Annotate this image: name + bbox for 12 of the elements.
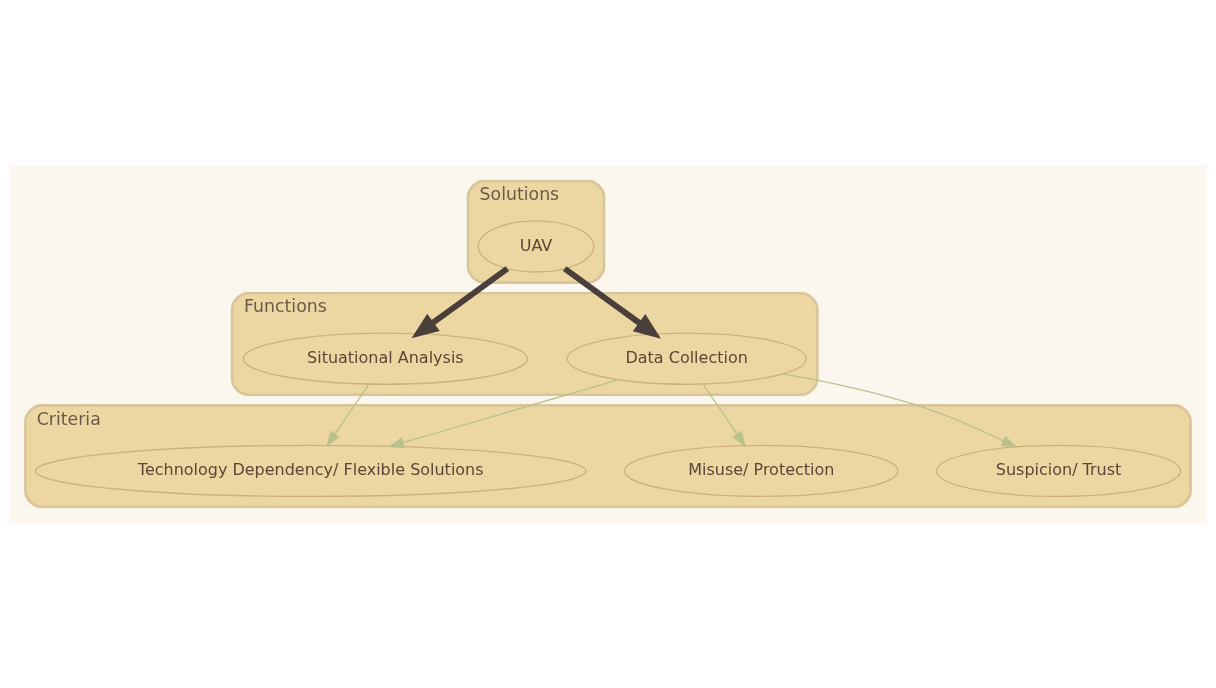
node-ellipse: Misuse/ Protection	[623, 444, 899, 498]
arrow	[387, 379, 620, 448]
arrow	[562, 266, 662, 339]
arrow	[702, 383, 746, 447]
arrow	[411, 266, 510, 339]
arrow	[326, 383, 370, 447]
node-ellipse: Data Collection	[566, 332, 807, 385]
node-ellipse: Technology Dependency/ Flexible Solutions	[34, 444, 587, 498]
node-ellipse: UAV	[477, 220, 595, 273]
arrow	[782, 373, 1018, 448]
node-ellipse: Suspicion/ Trust	[936, 444, 1182, 498]
node-ellipse: Situational Analysis	[242, 332, 529, 385]
